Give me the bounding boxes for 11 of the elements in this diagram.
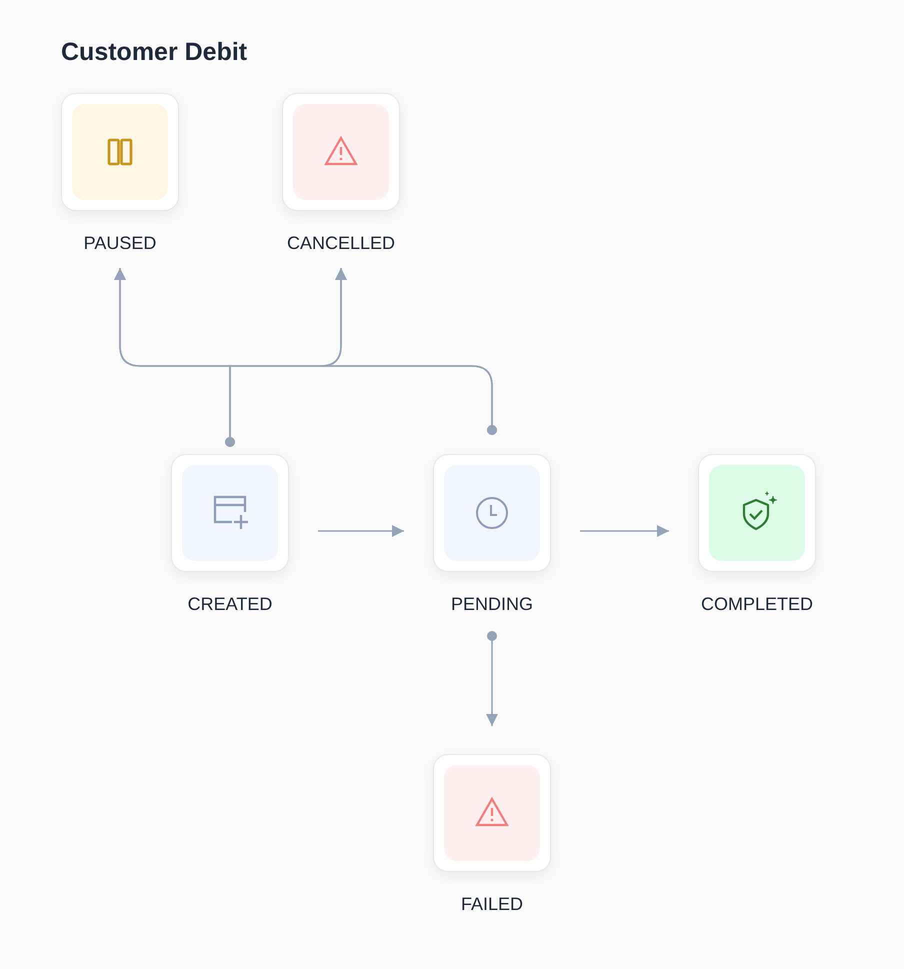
status-label: CREATED <box>186 593 274 616</box>
diagram-title: Customer Debit <box>61 37 248 68</box>
arrow <box>486 631 498 726</box>
arrow <box>320 268 497 435</box>
status-label: CANCELLED <box>286 232 396 255</box>
status-label: COMPLETED <box>700 593 814 616</box>
status-label: FAILED <box>460 893 524 916</box>
arrow <box>580 525 669 537</box>
arrow <box>318 525 404 537</box>
status-label: PENDING <box>450 593 534 616</box>
status-label: PAUSED <box>82 232 158 255</box>
